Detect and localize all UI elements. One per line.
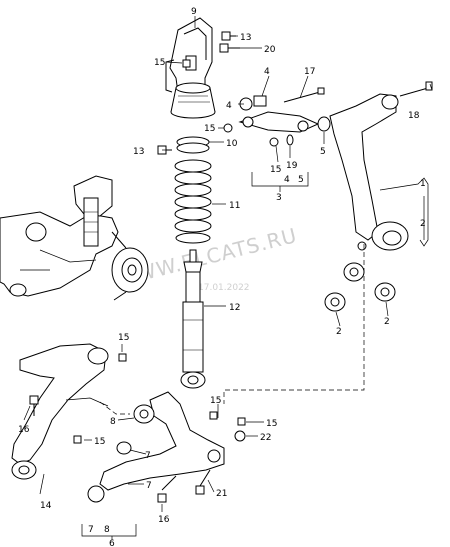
coil-spring-11 (174, 159, 212, 244)
callout-8-bracket: 8 (104, 525, 110, 535)
upper-link-3 (223, 95, 331, 147)
callout-4-bracket: 4 (284, 175, 290, 185)
callout-21: 21 (216, 489, 227, 499)
callout-4-mid: 4 (226, 101, 232, 111)
callout-15-lower-left: 15 (118, 333, 129, 343)
bolt-16-left (29, 395, 39, 416)
callout-18: 18 (408, 111, 420, 121)
bolt-20 (219, 43, 240, 53)
callout-19: 19 (286, 161, 298, 171)
callout-1: 1 (420, 179, 426, 189)
nut-15-group (73, 353, 246, 444)
callout-5-right: 5 (320, 147, 326, 157)
callout-7-wishbone: 7 (146, 481, 152, 491)
callout-5-bracket: 5 (298, 175, 304, 185)
callout-15-top: 15 (154, 58, 165, 68)
spring-seat-10 (176, 136, 210, 154)
callout-17: 17 (304, 67, 315, 77)
callout-15-lower: 15 (270, 165, 281, 175)
callout-15-arm: 15 (94, 437, 105, 447)
callout-2-right: 2 (384, 317, 390, 327)
callout-3: 3 (276, 193, 282, 203)
callout-20: 20 (264, 45, 276, 55)
callout-12: 12 (229, 303, 240, 313)
callout-13-left: 13 (133, 147, 144, 157)
callout-labels: 9 13 20 15 4 17 4 18 15 10 5 13 15 19 4 … (18, 7, 426, 547)
bolt-16-bottom (157, 475, 177, 503)
callout-15-right: 15 (210, 396, 221, 406)
callout-7-bracket: 7 (88, 525, 94, 535)
bolt-18 (399, 81, 433, 97)
watermark-date: 17.01.2022 (198, 283, 250, 293)
callout-4-top: 4 (264, 67, 270, 77)
callout-13-top: 13 (240, 33, 251, 43)
callout-2-bracket: 2 (420, 219, 426, 229)
wheel-hub-assembly (0, 175, 149, 301)
shock-absorber-12 (180, 249, 206, 389)
lower-chassis-assembly (11, 343, 109, 480)
callout-10: 10 (226, 139, 238, 149)
leader-lines (23, 16, 433, 540)
bolt-17 (283, 87, 325, 103)
callout-2-left: 2 (336, 327, 342, 337)
callout-6: 6 (109, 539, 115, 547)
bolt-21 (195, 469, 211, 495)
nut-15-top (182, 59, 191, 68)
callout-15-mid: 15 (204, 124, 215, 134)
callout-7-arm: 7 (145, 451, 151, 461)
callout-22: 22 (260, 433, 271, 443)
callout-16-left: 16 (18, 425, 30, 435)
strut-mount (165, 17, 216, 119)
callout-16-bottom: 16 (158, 515, 170, 525)
lower-wishbone-6 (87, 391, 225, 503)
callout-15-far-right: 15 (266, 419, 277, 429)
callout-8: 8 (110, 417, 116, 427)
callout-11: 11 (229, 201, 240, 211)
bushing-2-lower (324, 262, 396, 312)
callout-9: 9 (191, 7, 197, 17)
callout-14: 14 (40, 501, 52, 511)
upper-arm-1 (329, 93, 409, 251)
